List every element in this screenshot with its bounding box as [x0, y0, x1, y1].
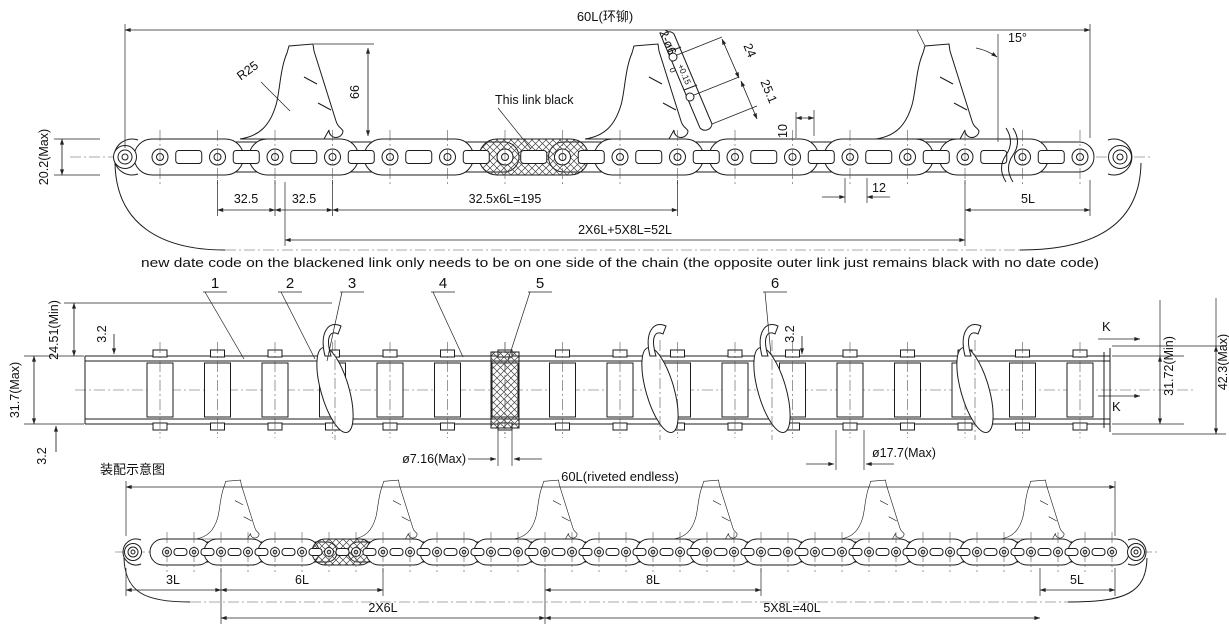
dim-label-5l: 5L: [1021, 192, 1035, 206]
dim-angle-15: 15°: [916, 29, 1027, 142]
callout-6-label: 6: [771, 275, 779, 292]
callout-2: 2: [278, 275, 316, 360]
dim-25-1: 25.1: [740, 77, 780, 120]
dim-label-52l: 2X6L+5X8L=52L: [578, 223, 672, 237]
dim-31-72: 31.72(Min): [1112, 300, 1184, 425]
assembly-caption: 装配示意图: [100, 462, 165, 477]
callout-3: 3: [326, 275, 364, 362]
dim-label-3-2-mid: 3.2: [783, 325, 797, 342]
dim-label-pitch-run: 32.5x6L=195: [469, 192, 542, 206]
dim-label-31-7: 31.7(Max): [8, 362, 22, 418]
asm-hook-5: [840, 479, 905, 540]
black-link-callout: This link black: [495, 93, 574, 150]
dim-bushing-diameter: ø17.7(Max): [806, 430, 936, 470]
callout-2-label: 2: [286, 275, 294, 292]
dim-10: 10: [776, 110, 815, 138]
chain-side-view: [133, 130, 1095, 184]
dim-label-12: 12: [872, 181, 886, 195]
plan-chain-end: [1103, 348, 1111, 432]
dim-label-42-3: 42.3(Max): [1216, 334, 1229, 390]
hole-tol-lower: 0: [667, 66, 678, 75]
dim-label-bush-dia: ø17.7(Max): [872, 446, 936, 460]
dim-label-15deg: 15°: [1008, 31, 1027, 45]
dim-plate-height: 20.2(Max): [37, 129, 100, 185]
assembly-view: 装配示意图: [100, 462, 1160, 624]
callout-1: 1: [203, 275, 245, 360]
dim-label-8l: 8L: [646, 573, 660, 587]
dim-3-2-top: 3.2: [95, 325, 117, 355]
dim-66: 66: [314, 43, 374, 137]
dim-42-3: 42.3(Max): [1112, 298, 1229, 435]
asm-hook-1: [195, 479, 260, 540]
dim-3-2-bottom: 3.2: [35, 425, 59, 465]
dim-24-51: 24.51(Min): [47, 300, 332, 360]
callout-1-label: 1: [211, 275, 219, 292]
plan-chain-edges: [84, 355, 1110, 425]
dim-label-3l: 3L: [166, 573, 180, 587]
callout-6: 6: [763, 275, 787, 356]
asm-hook-4: [673, 479, 738, 540]
section-k-markers: K K: [1098, 319, 1141, 414]
dim-label-2x6l: 2X6L: [368, 601, 397, 615]
dim-label-5l-asm: 5L: [1070, 573, 1084, 587]
section-k-label-bottom: K: [1112, 399, 1121, 414]
dim-label-24: 24: [741, 41, 759, 59]
dim-label-20-2: 20.2(Max): [37, 129, 51, 185]
dim-label-25-1: 25.1: [757, 77, 779, 105]
dim-label-pitch-1: 32.5: [234, 192, 258, 206]
dim-label-31-72: 31.72(Min): [1162, 336, 1176, 396]
section-k-label-top: K: [1102, 319, 1111, 334]
plan-lug-1: [308, 323, 362, 441]
callout-3-label: 3: [348, 275, 356, 292]
assembly-end-left: [122, 538, 142, 566]
dim-label-5x8l: 5X8L=40L: [763, 601, 820, 615]
top-return-path: [114, 162, 1142, 251]
dim-label-10: 10: [776, 124, 790, 138]
date-code-note: new date code on the blackened link only…: [141, 255, 1099, 270]
dim-label-60l: 60L(环铆): [577, 9, 633, 24]
dim-overall-60l: 60L(环铆): [124, 9, 1091, 148]
callout-4: 4: [431, 275, 464, 358]
asm-hook-6: [1000, 479, 1065, 540]
dim-label-6l: 6L: [295, 573, 309, 587]
dim-label-60l-riveted: 60L(riveted endless): [561, 469, 679, 484]
asm-hook-3: [513, 479, 578, 540]
break-marks: [1001, 127, 1018, 183]
hole-tol-upper: +0.15: [676, 62, 694, 86]
dim-label-3-2-top: 3.2: [95, 325, 109, 342]
dim-label-3-2-bottom: 3.2: [35, 447, 49, 464]
dim-12: 12: [822, 178, 890, 203]
dim-3-2-mid: 3.2: [783, 325, 805, 355]
assembly-hooks: [195, 479, 1065, 540]
callout-5: 5: [507, 275, 552, 361]
part-callouts: 1 2 3 4 5 6: [203, 275, 787, 362]
dim-label-24-51: 24.51(Min): [47, 300, 61, 360]
hook-attachment-1: [239, 43, 344, 140]
hook-attachment-3: [875, 43, 980, 140]
dim-label-pin-dia: ø7.16(Max): [402, 452, 466, 466]
assembly-dimensions: 60L(riveted endless) 3L 6L 8L 5L 2X6L 5X…: [125, 469, 1116, 624]
assembly-chain: [149, 532, 1130, 572]
dim-24: 24: [721, 38, 759, 79]
chain-end-right: [1107, 138, 1133, 176]
assembly-return-path: [123, 557, 1148, 603]
black-link-label: This link black: [495, 93, 574, 107]
dim-pin-diameter: ø7.16(Max): [402, 428, 542, 466]
dim-31-7: 31.7(Max): [8, 355, 84, 425]
dim-pitch-row: 32.5 32.5 32.5x6L=195 5L 2X6L+5X8L=52L: [217, 180, 1091, 246]
assembly-end-right: [1127, 538, 1147, 566]
plan-view: 1 2 3 4 5 6: [8, 275, 1229, 470]
dim-label-66: 66: [348, 85, 362, 99]
hole-plate-detail: [661, 31, 758, 131]
dim-label-pitch-2: 32.5: [292, 192, 316, 206]
chain-end-left: [113, 138, 139, 176]
asm-hook-2: [353, 479, 418, 540]
callout-4-label: 4: [439, 275, 447, 292]
dim-label-r25: R25: [234, 58, 261, 83]
plan-black-link: [490, 342, 520, 438]
top-view: 60L(环铆) R25 66 This link black 2-ø6 +0.1…: [37, 9, 1150, 251]
callout-5-label: 5: [536, 275, 544, 292]
